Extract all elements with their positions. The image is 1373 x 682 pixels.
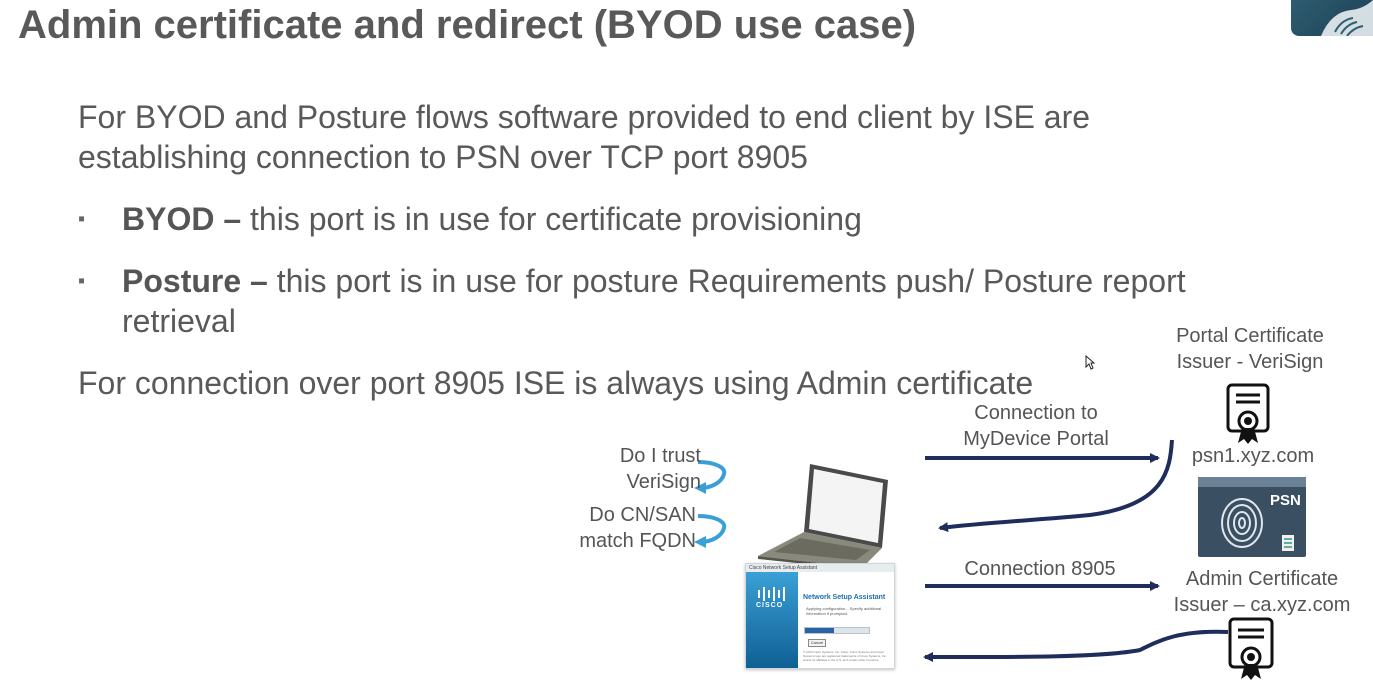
cisco-brand: CISCO [756,602,784,609]
admin-cert-statement: For connection over port 8905 ISE is alw… [78,365,1034,401]
psn-hostname: psn1.xyz.com [1191,445,1315,467]
progress-bar [804,627,870,634]
progress-bar-fill [805,628,834,633]
arrow-portal-response [938,439,1174,533]
cn-san-question: Do CN/SAN match FQDN [579,504,696,552]
fingerprint-icon [1221,498,1263,548]
bullet-term: BYOD – [122,201,242,237]
portal-certificate-label: Portal Certificate Issuer - VeriSign [1176,325,1324,373]
bullet-marker: ▪ [78,270,86,292]
window-titlebar: Cisco Network Setup Assistant [746,564,894,572]
assistant-status: Applying configuration... Specify additi… [806,606,882,616]
assistant-heading: Network Setup Assistant [803,594,886,601]
cisco-logo-icon [758,587,785,601]
connection-portal-label: Connection to MyDevice Portal [963,402,1109,450]
mouse-pointer-icon [1085,355,1095,370]
slide-title: Admin certificate and redirect (BYOD use… [18,3,917,47]
trust-loop-arrow [694,460,727,494]
admin-certificate-icon [1228,617,1274,680]
arrow-8905-response [923,629,1229,663]
cn-loop-arrow [694,514,727,548]
portal-certificate-icon [1226,383,1270,444]
bullet-description: this port is in use for posture Requirem… [122,263,1186,339]
trust-question: Do I trust VeriSign [619,445,701,493]
copyright-text: © 2013 Cisco Systems, Inc. Cisco, Cisco … [803,650,887,662]
psn-server: PSN [1198,477,1306,557]
network-setup-assistant-window: Cisco Network Setup Assistant CISCO Netw… [745,563,895,669]
cancel-button[interactable]: Cancel [808,639,826,647]
psn-badge: PSN [1270,492,1301,509]
connection-8905-label: Connection 8905 [964,558,1116,580]
laptop-icon [758,464,888,570]
bullet-marker: ▪ [78,208,86,230]
admin-certificate-label: Admin Certificate Issuer – ca.xyz.com [1173,568,1351,616]
bullet-term: Posture – [122,263,268,299]
intro-paragraph: For BYOD and Posture flows software prov… [78,99,1091,175]
bullet-description: this port is in use for certificate prov… [241,201,862,237]
corner-logo [1291,0,1373,36]
window-side-banner: CISCO [746,572,798,668]
